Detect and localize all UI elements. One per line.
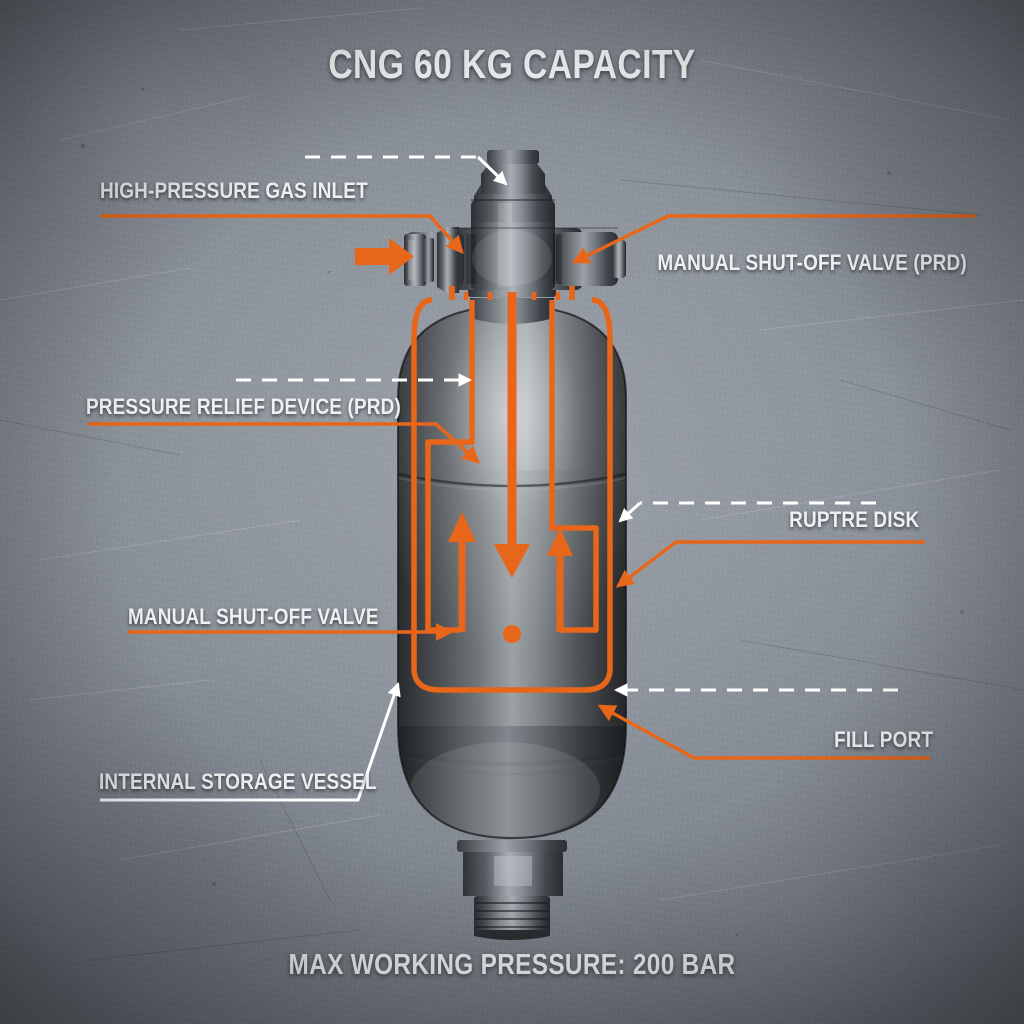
label-pressure-relief-device: PRESSURE RELIEF DEVICE (PRD) — [86, 394, 401, 419]
orange-leader-lines — [88, 214, 975, 760]
central-flow-arrow — [494, 292, 530, 578]
label-manual-shutoff-valve: MANUAL SHUT-OFF VALVE — [128, 604, 379, 629]
white-dashed-leaders — [236, 155, 898, 697]
left-flow-arrow — [448, 512, 476, 632]
right-flow-arrow — [547, 528, 573, 632]
label-rupture-disk: RUPTRE DISK — [788, 507, 919, 532]
label-fill-port: FILL PORT — [834, 727, 933, 752]
gas-inlet-arrow — [355, 238, 414, 275]
label-high-pressure-gas-inlet: HIGH-PRESSURE GAS INLET — [100, 178, 368, 203]
flow-junction-dot — [503, 625, 521, 643]
page-title: CNG 60 KG CAPACITY — [328, 41, 696, 87]
manifold-inflow-lines — [463, 292, 561, 300]
label-manual-shutoff-valve-prd: MANUAL SHUT-OFF VALVE (PRD) — [657, 250, 967, 275]
thread-lines — [476, 902, 548, 928]
label-internal-storage-vessel: INTERNAL STORAGE VESSEL — [99, 769, 377, 794]
bottom-fill-boss — [457, 840, 567, 940]
page-caption: MAX WORKING PRESSURE: 200 BAR — [288, 949, 736, 981]
white-solid-leader-tips — [100, 155, 642, 802]
